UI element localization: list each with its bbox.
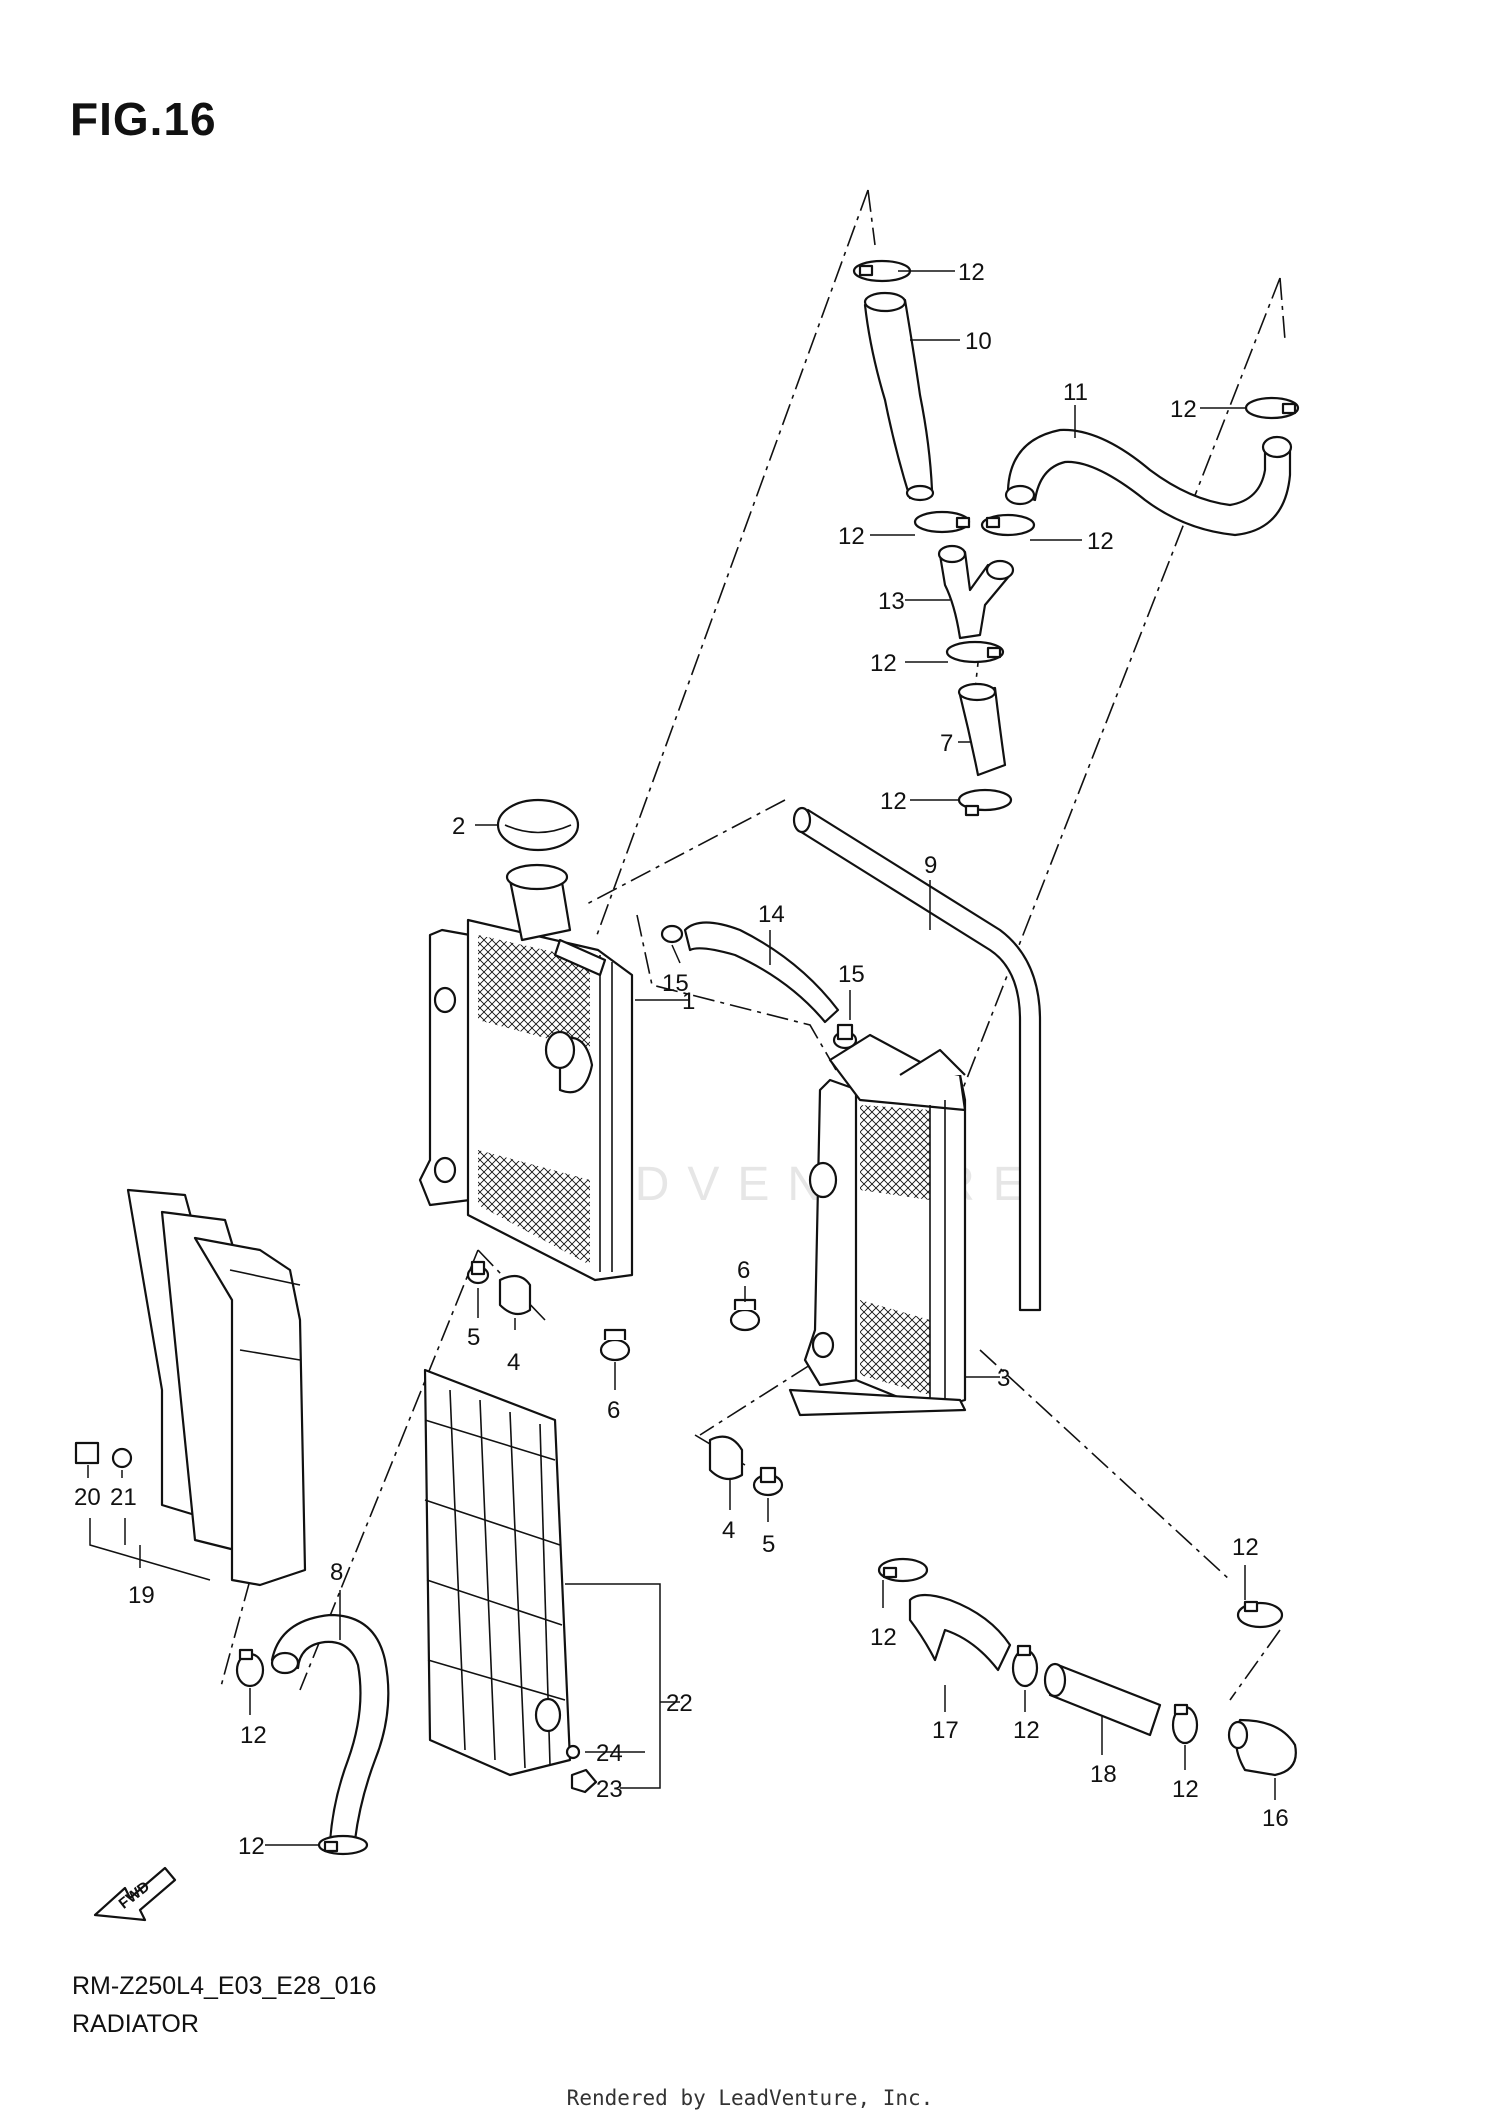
callout-10: 10 xyxy=(965,328,992,355)
callout-22: 22 xyxy=(666,1690,693,1717)
callout-5a: 5 xyxy=(467,1324,480,1351)
callout-23: 23 xyxy=(596,1776,623,1803)
hose-clamps xyxy=(235,259,1300,1856)
callout-15a: 15 xyxy=(662,970,689,997)
callout-14: 14 xyxy=(758,901,785,928)
pipe-18 xyxy=(1043,1662,1162,1737)
callout-12d: 12 xyxy=(1087,528,1114,555)
credit-line: Rendered by LeadVenture, Inc. xyxy=(566,2086,934,2110)
collar-6a xyxy=(599,1328,631,1362)
clamp-12k xyxy=(235,1648,265,1688)
bolt-5b xyxy=(752,1466,784,1497)
grommet-4b xyxy=(708,1435,744,1481)
callout-6b: 6 xyxy=(737,1257,750,1284)
hose-9 xyxy=(792,806,1042,1312)
hose-10 xyxy=(863,291,935,502)
callout-8: 8 xyxy=(330,1559,343,1586)
diagram-code: RM-Z250L4_E03_E28_016 xyxy=(72,1972,377,2000)
callout-12l: 12 xyxy=(238,1833,265,1860)
callout-12b: 12 xyxy=(1170,396,1197,423)
clamp-12g xyxy=(877,1557,929,1583)
callout-12c: 12 xyxy=(838,523,865,550)
fwd-arrow-icon: FWD xyxy=(93,1866,177,1922)
hardware xyxy=(74,1023,858,1794)
callout-12e: 12 xyxy=(870,650,897,677)
clamp-12i xyxy=(1011,1644,1039,1688)
callout-15b: 15 xyxy=(838,961,865,988)
clamp-12j xyxy=(1171,1703,1199,1745)
callout-12i: 12 xyxy=(1013,1717,1040,1744)
nut-20 xyxy=(74,1441,100,1465)
hose-17 xyxy=(908,1593,1012,1672)
callout-5b: 5 xyxy=(762,1531,775,1558)
bolt-15a xyxy=(832,1023,858,1050)
callout-11: 11 xyxy=(1063,379,1088,406)
callout-18: 18 xyxy=(1090,1761,1117,1788)
clamp-12a xyxy=(852,259,912,283)
figure-title: FIG.16 xyxy=(70,93,217,145)
callout-21: 21 xyxy=(110,1484,137,1511)
callout-4b: 4 xyxy=(722,1517,735,1544)
callout-9: 9 xyxy=(924,852,937,879)
callout-12g: 12 xyxy=(870,1624,897,1651)
callout-2: 2 xyxy=(452,813,465,840)
clamp-12b xyxy=(1244,396,1300,420)
radiator-left xyxy=(418,863,634,1282)
callout-13: 13 xyxy=(878,588,905,615)
clamp-12e xyxy=(945,640,1005,664)
callout-3: 3 xyxy=(997,1365,1010,1392)
callout-7: 7 xyxy=(940,730,953,757)
bolt-5a xyxy=(466,1260,490,1285)
clamp-12f xyxy=(957,788,1013,817)
hose-16 xyxy=(1227,1718,1297,1777)
leader-lines xyxy=(87,270,1276,1846)
callout-17: 17 xyxy=(932,1717,959,1744)
callout-6a: 6 xyxy=(607,1397,620,1424)
callout-12a: 12 xyxy=(958,259,985,286)
hose-11 xyxy=(1004,428,1293,537)
clamp-12h xyxy=(1236,1600,1284,1629)
diagram-title: RADIATOR xyxy=(72,2010,199,2038)
washer-21 xyxy=(111,1447,133,1469)
hose-14 xyxy=(683,921,840,1024)
callout-1: 1 xyxy=(682,988,695,1015)
radiator-right xyxy=(788,1033,967,1417)
radiator-shroud xyxy=(126,1188,307,1587)
callouts: 12 10 11 12 12 12 13 12 7 12 9 14 15 15 … xyxy=(74,259,1289,1860)
nut-23 xyxy=(570,1768,598,1794)
clamp-12l xyxy=(317,1834,369,1856)
clamp-12m xyxy=(660,924,684,944)
callout-16: 16 xyxy=(1262,1805,1289,1832)
callout-12j: 12 xyxy=(1172,1776,1199,1803)
callout-12f: 12 xyxy=(880,788,907,815)
radiator-cap xyxy=(496,798,580,852)
callout-24: 24 xyxy=(596,1740,623,1767)
hose-7 xyxy=(957,682,1007,777)
callout-12k: 12 xyxy=(240,1722,267,1749)
washer-24 xyxy=(565,1744,581,1760)
callout-12h: 12 xyxy=(1232,1534,1259,1561)
callout-4a: 4 xyxy=(507,1349,520,1376)
callout-20: 20 xyxy=(74,1484,101,1511)
callout-19: 19 xyxy=(128,1582,155,1609)
clamp-12c xyxy=(913,510,971,534)
y-joint-13 xyxy=(937,544,1015,640)
collar-6b xyxy=(729,1298,761,1332)
grommet-4a xyxy=(498,1274,532,1316)
clamp-12d xyxy=(980,513,1036,537)
hose-8 xyxy=(270,1613,390,1844)
radiator-grill xyxy=(423,1368,572,1777)
